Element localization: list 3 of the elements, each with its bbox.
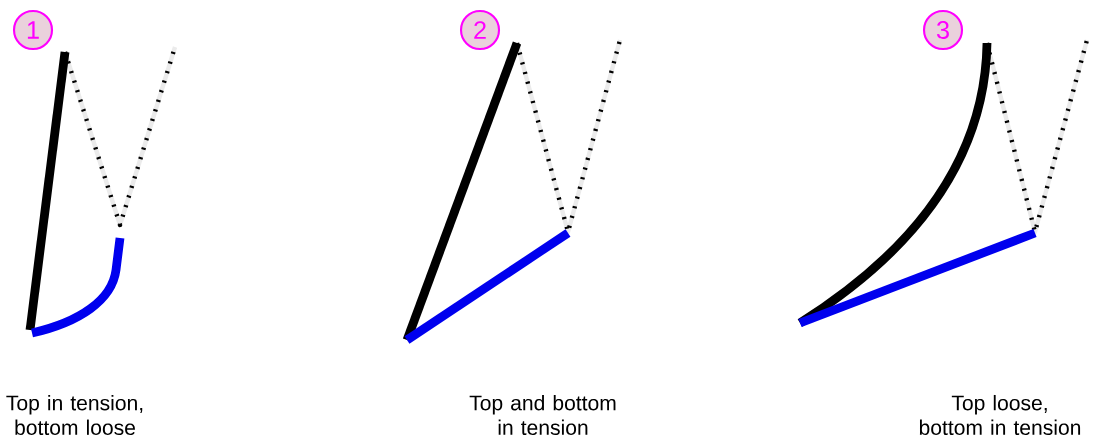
caption: Top loose, bottom in tension [919,394,1081,435]
caption: Top in tension, bottom loose [6,394,143,435]
caption: Top and bottom in tension [469,394,616,435]
